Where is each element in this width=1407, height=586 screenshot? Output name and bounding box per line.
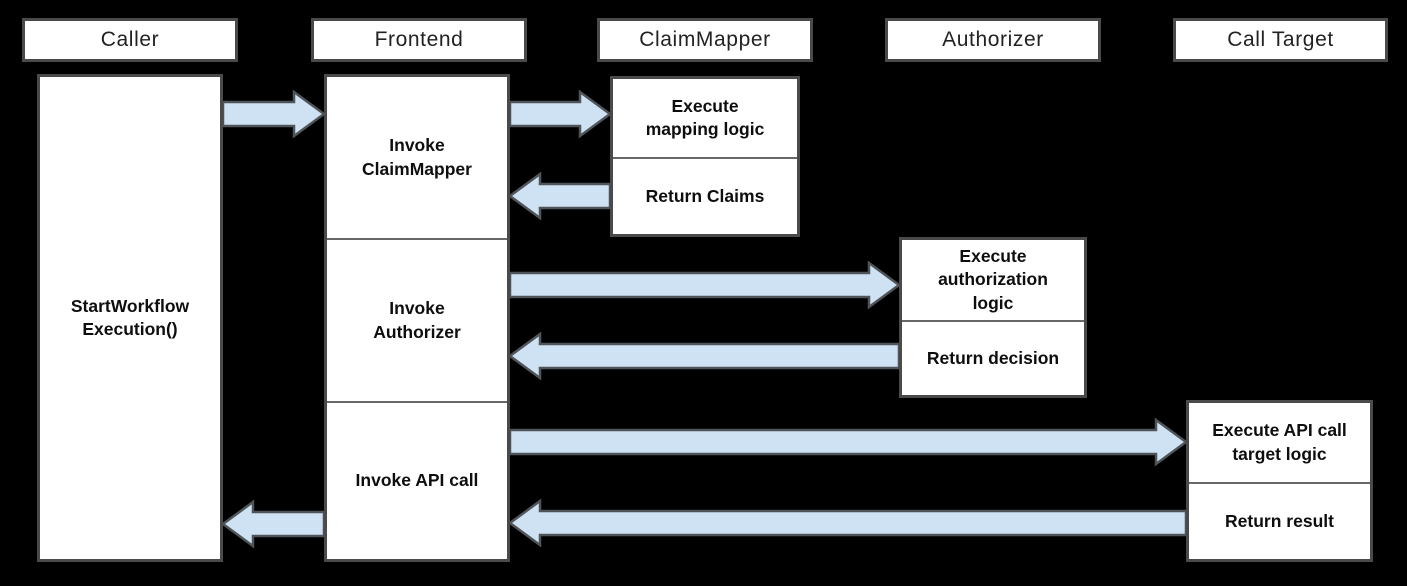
arrow-claimmapper-return-to-frontend <box>507 171 612 221</box>
actor-label-claimmapper: ClaimMapper <box>639 28 771 51</box>
step-return-result: Return result <box>1189 482 1370 559</box>
arrow-frontend-to-claimmapper <box>508 89 613 139</box>
activation-caller: StartWorkflow Execution() <box>37 74 223 562</box>
arrow-calltarget-return-to-frontend <box>507 498 1188 548</box>
arrow-authorizer-return-to-frontend <box>507 331 901 381</box>
arrow-frontend-to-calltarget <box>508 417 1189 467</box>
step-invoke-authorizer: Invoke Authorizer <box>327 238 507 401</box>
actor-label-frontend: Frontend <box>374 28 464 51</box>
activation-calltarget: Execute API call target logic Return res… <box>1186 400 1373 562</box>
actor-header-authorizer: Authorizer <box>885 18 1101 62</box>
actor-header-claimmapper: ClaimMapper <box>597 18 813 62</box>
actor-label-caller: Caller <box>100 28 160 51</box>
actor-label-authorizer: Authorizer <box>942 28 1044 51</box>
actor-header-frontend: Frontend <box>311 18 527 62</box>
arrow-frontend-return-to-caller <box>220 499 326 549</box>
activation-authorizer: Execute authorization logic Return decis… <box>899 237 1087 398</box>
actor-header-calltarget: Call Target <box>1173 18 1388 62</box>
step-execute-authorization-logic: Execute authorization logic <box>938 246 1048 313</box>
activation-frontend: Invoke ClaimMapper Invoke Authorizer Inv… <box>324 74 510 562</box>
step-return-claims: Return Claims <box>613 157 797 234</box>
activation-claimmapper: Execute mapping logic Return Claims <box>610 76 800 237</box>
step-invoke-claimmapper: Invoke ClaimMapper <box>362 135 472 179</box>
arrow-frontend-to-authorizer <box>508 260 902 310</box>
actor-header-caller: Caller <box>22 18 238 62</box>
step-execute-api-call-target-logic: Execute API call target logic <box>1212 420 1347 464</box>
step-invoke-api-call: Invoke API call <box>327 401 507 559</box>
step-execute-mapping-logic: Execute mapping logic <box>645 95 765 139</box>
step-startworkflowexecution: StartWorkflow Execution() <box>70 295 190 339</box>
step-return-decision: Return decision <box>902 320 1084 395</box>
arrow-caller-to-frontend <box>221 89 327 139</box>
actor-label-calltarget: Call Target <box>1227 28 1334 51</box>
